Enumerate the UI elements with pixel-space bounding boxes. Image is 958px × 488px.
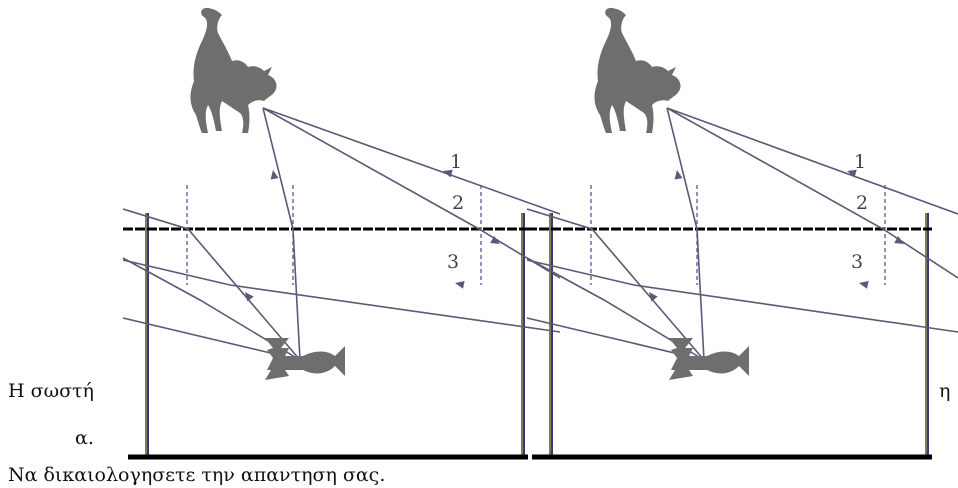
- ray-3-arrow: [455, 280, 465, 289]
- question-text-start: Η σωστή: [8, 380, 94, 402]
- cat-icon: [594, 7, 681, 134]
- ray-fish-left: [526, 208, 705, 361]
- ray-fish-left: [122, 208, 301, 361]
- ray-label-1: 1: [854, 151, 866, 173]
- diagram-panel-right: 1 2 3: [526, 7, 958, 460]
- ray-1-arrow: [443, 169, 453, 178]
- question-option-a: α.: [75, 427, 94, 449]
- ray-label-2: 2: [452, 192, 464, 214]
- ray-2: [666, 107, 958, 279]
- ray-2: [262, 107, 561, 279]
- ray-fish-left-arrow: [649, 292, 658, 302]
- ray-3-arrow: [859, 280, 869, 289]
- fish-icon: [265, 338, 345, 380]
- ray-1-arrow: [847, 169, 857, 178]
- fish-icon: [669, 338, 749, 380]
- ray-label-3: 3: [851, 251, 863, 273]
- ray-label-2: 2: [856, 192, 868, 214]
- ray-1: [262, 107, 561, 215]
- ray-2-arrow: [490, 236, 500, 244]
- ray-1: [666, 107, 958, 215]
- ray-fish-left-arrow: [245, 292, 254, 302]
- ray-3: [122, 259, 561, 333]
- ray-cat-fish: [666, 107, 705, 361]
- ray-cat-fish: [262, 107, 301, 361]
- ray-2-arrow: [894, 236, 904, 244]
- diagram-panel-left: 1 2 3: [122, 7, 561, 460]
- ray-cat-fish-arrow: [674, 170, 683, 180]
- ray-label-3: 3: [447, 251, 459, 273]
- ray-label-1: 1: [450, 151, 462, 173]
- cat-icon: [190, 7, 277, 134]
- question-instruction: Να δικαιολογησετε την απαντηση σας.: [8, 464, 386, 486]
- ray-cat-fish-arrow: [270, 170, 279, 180]
- ray-3: [526, 259, 958, 333]
- question-text-end: η: [939, 380, 951, 402]
